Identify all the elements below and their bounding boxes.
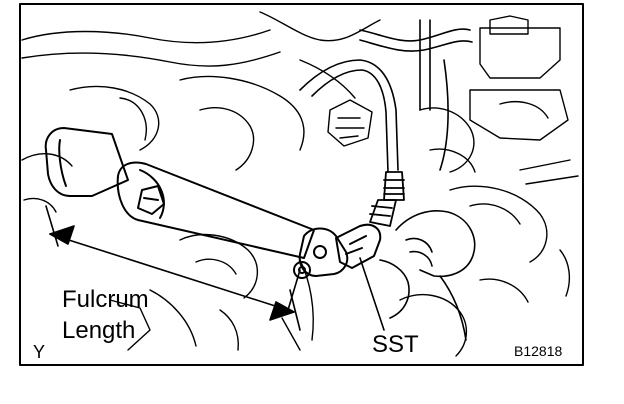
label-length: Length <box>62 317 136 344</box>
label-sst: SST <box>372 331 419 358</box>
dimension-arrowhead-left <box>49 225 75 245</box>
wrench-grip <box>44 127 129 197</box>
wrench-scale <box>137 185 165 215</box>
dimension-arrowhead-right <box>269 301 295 321</box>
sst-leader-line <box>359 257 385 331</box>
flare-nut-fitting <box>369 171 405 227</box>
wrench-beam <box>116 161 315 259</box>
hand <box>379 210 476 341</box>
engine-background <box>21 11 579 357</box>
figure-frame <box>19 3 584 366</box>
torque-wrench <box>44 127 382 279</box>
figure-code: B12818 <box>514 343 563 359</box>
sst-crowfoot <box>335 223 382 269</box>
corner-mark: Y <box>33 342 46 362</box>
label-fulcrum: Fulcrum <box>62 286 149 313</box>
fulcrum-length-dimension <box>45 205 301 331</box>
pipe-lines <box>299 19 473 173</box>
